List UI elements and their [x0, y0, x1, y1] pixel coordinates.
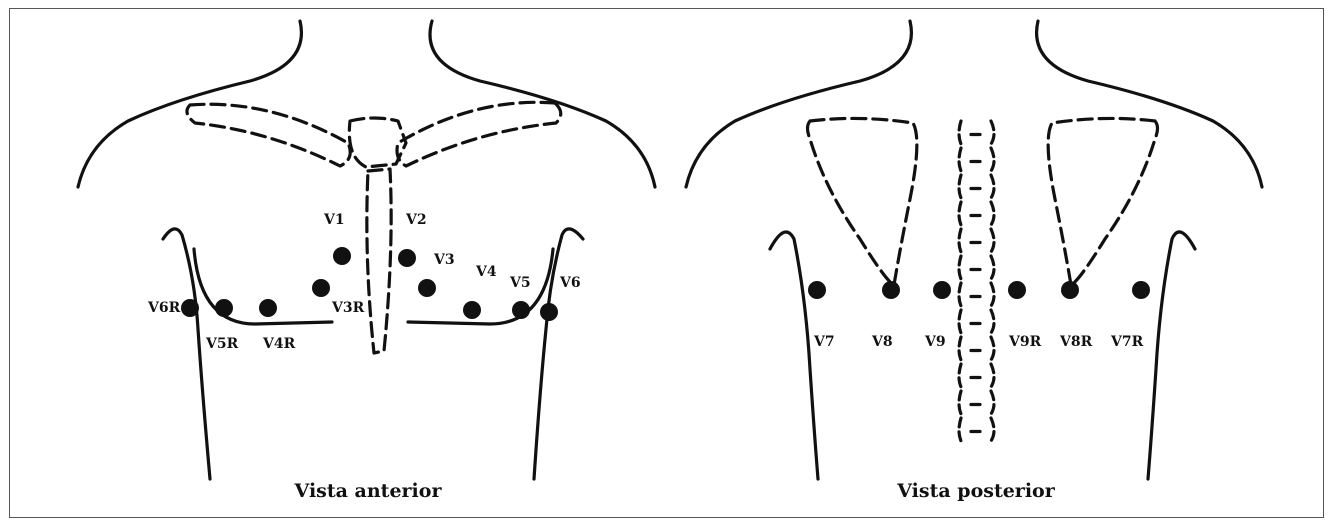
vertebra-outline: [959, 418, 994, 441]
vertebra-outline: [959, 283, 994, 306]
vertebra-outline: [959, 175, 994, 198]
electrode-v3-label: V3: [433, 252, 455, 268]
electrode-v8r-dot: [1061, 281, 1079, 299]
electrode-v7-label: V7: [813, 334, 835, 350]
anterior-caption: Vista anterior: [294, 480, 443, 502]
vertebra-outline: [959, 202, 994, 225]
electrode-v3r-dot: [312, 279, 330, 297]
vertebra-outline: [959, 391, 994, 414]
electrode-v1-label: V1: [323, 212, 345, 228]
electrode-v2-dot: [398, 249, 416, 267]
posterior-view: V7 V8 V9 V9R V8R V7R Vista posterior: [686, 21, 1262, 502]
electrode-v9r-dot: [1008, 281, 1026, 299]
anterior-right-shoulder-outline: [430, 21, 655, 187]
sternum-outline: [349, 118, 406, 167]
right-scapula-outline: [1048, 118, 1157, 285]
right-clavicle-outline: [397, 102, 561, 166]
electrode-v4r-dot: [259, 299, 277, 317]
vertebra-outline: [959, 337, 994, 360]
anterior-view: V1 V2 V3 V4 V5 V6 V3R V4R V5R V6R Vista …: [78, 21, 655, 502]
electrode-v3-dot: [418, 279, 436, 297]
electrode-v4-dot: [463, 301, 481, 319]
electrode-v1-dot: [333, 247, 351, 265]
electrode-v6r-dot: [181, 299, 199, 317]
posterior-left-shoulder-outline: [686, 21, 911, 187]
electrode-v8-label: V8: [871, 334, 893, 350]
electrode-v6-dot: [540, 303, 558, 321]
anterior-right-torso-outline: [534, 229, 583, 479]
ecg-electrode-diagram: V1 V2 V3 V4 V5 V6 V3R V4R V5R V6R Vista …: [9, 8, 1324, 518]
anterior-left-torso-outline: [163, 229, 210, 479]
electrode-v7r-label: V7R: [1110, 334, 1144, 350]
electrode-v6-label: V6: [559, 275, 581, 291]
electrode-v8-dot: [882, 281, 900, 299]
posterior-caption: Vista posterior: [896, 480, 1055, 502]
electrode-v7r-dot: [1132, 281, 1150, 299]
left-clavicle-outline: [187, 104, 350, 166]
electrode-v6r-label: V6R: [147, 300, 181, 316]
sternum-body-outline: [367, 169, 391, 353]
electrode-v7-dot: [808, 281, 826, 299]
electrode-v8r-label: V8R: [1059, 334, 1093, 350]
electrode-v5r-label: V5R: [205, 336, 239, 352]
electrode-v4r-label: V4R: [262, 336, 296, 352]
vertebra-outline: [959, 229, 994, 252]
posterior-right-torso-outline: [1148, 232, 1195, 479]
electrode-v5-dot: [512, 301, 530, 319]
electrode-v5r-dot: [215, 299, 233, 317]
electrode-v9-dot: [933, 281, 951, 299]
vertebra-outline: [959, 121, 994, 144]
diagram-canvas: V1 V2 V3 V4 V5 V6 V3R V4R V5R V6R Vista …: [10, 9, 1325, 519]
electrode-v2-label: V2: [405, 212, 427, 228]
vertebra-outline: [959, 310, 994, 333]
vertebra-outline: [959, 364, 994, 387]
posterior-left-torso-outline: [770, 232, 818, 479]
electrode-v9r-label: V9R: [1008, 334, 1042, 350]
electrode-v5-label: V5: [509, 275, 531, 291]
left-scapula-outline: [808, 118, 917, 285]
vertebra-outline: [959, 256, 994, 279]
electrode-v3r-label: V3R: [331, 300, 365, 316]
electrode-v9-label: V9: [924, 334, 946, 350]
electrode-v4-label: V4: [475, 264, 497, 280]
spine-outline: [959, 121, 994, 441]
posterior-right-shoulder-outline: [1037, 21, 1262, 187]
vertebra-outline: [959, 148, 994, 171]
